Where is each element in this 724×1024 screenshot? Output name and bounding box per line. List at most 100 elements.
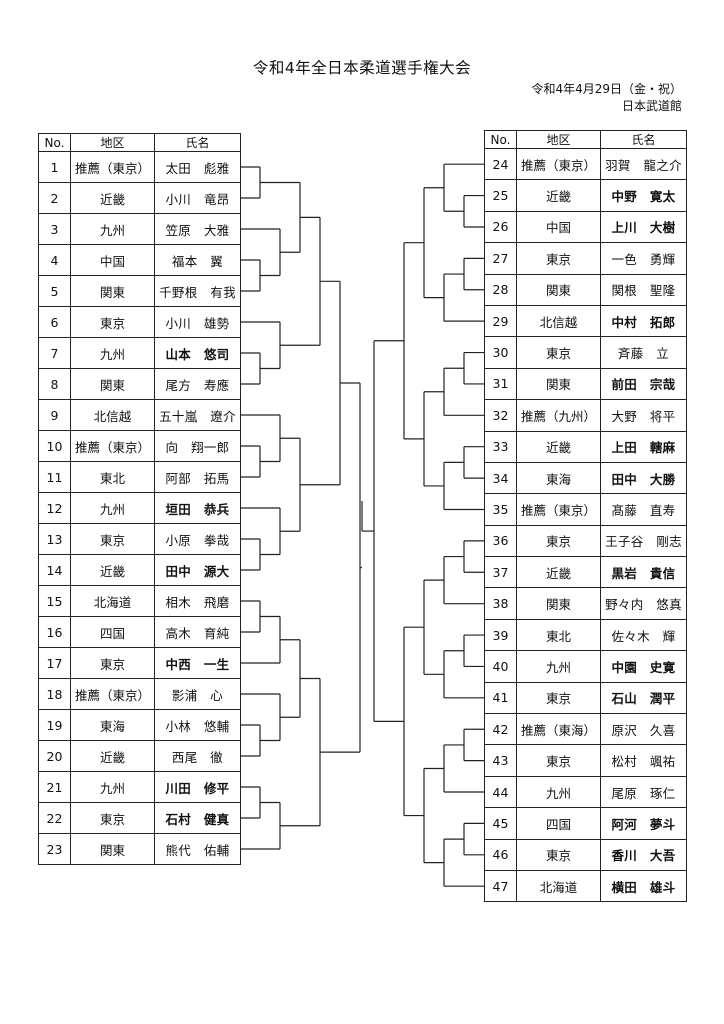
entry-number: 41 — [484, 681, 517, 715]
entry-region: 北信越 — [70, 399, 155, 431]
entry-name: 小林 悠輔 — [154, 709, 241, 741]
entry-number: 39 — [484, 618, 517, 652]
entry-region: 関東 — [516, 587, 601, 620]
entry-name: 尾原 琢仁 — [600, 775, 687, 809]
entry-name: 黒岩 貴信 — [600, 556, 687, 589]
entry-name: 向 翔一郎 — [154, 430, 241, 462]
entry-number: 23 — [38, 833, 71, 865]
entry-number: 1 — [38, 151, 71, 183]
entry-name: 上田 轄麻 — [600, 430, 687, 463]
entry-region: 関東 — [70, 833, 155, 865]
entry-number: 8 — [38, 368, 71, 400]
entry-name: 横田 雄斗 — [600, 869, 687, 903]
event-venue: 日本武道館 — [621, 99, 682, 113]
entry-number: 24 — [484, 147, 517, 181]
header-name: 氏名 — [600, 130, 687, 149]
entry-name: 大野 将平 — [600, 399, 687, 432]
entry-number: 47 — [484, 869, 517, 903]
entry-number: 43 — [484, 744, 517, 777]
entry-name: 影浦 心 — [154, 678, 241, 710]
entry-name: 中西 一生 — [154, 647, 241, 679]
entry-name: 川田 修平 — [154, 771, 241, 803]
entry-name: 香川 大吾 — [600, 838, 687, 871]
entry-number: 31 — [484, 367, 517, 401]
entry-region: 推薦（東海） — [516, 713, 601, 746]
entry-name: 石村 健真 — [154, 802, 241, 834]
entry-number: 38 — [484, 587, 517, 620]
entry-number: 35 — [484, 493, 517, 526]
page-title: 令和4年全日本柔道選手権大会 — [252, 59, 472, 77]
entry-name: 一色 勇輝 — [600, 242, 687, 275]
entry-region: 北海道 — [70, 585, 155, 617]
entry-number: 22 — [38, 802, 71, 834]
entry-number: 3 — [38, 213, 71, 245]
entry-region: 東京 — [516, 524, 601, 558]
entry-region: 関東 — [70, 275, 155, 307]
entry-number: 45 — [484, 807, 517, 840]
entry-name: 斉藤 立 — [600, 336, 687, 369]
entry-number: 4 — [38, 244, 71, 276]
entry-number: 10 — [38, 430, 71, 462]
header-region: 地区 — [70, 133, 155, 152]
entry-number: 30 — [484, 336, 517, 369]
entry-number: 2 — [38, 182, 71, 214]
event-date: 令和4年4月29日（金・祝） — [531, 82, 682, 96]
entry-name: 小原 拳哉 — [154, 523, 241, 555]
entry-region: 近畿 — [516, 556, 601, 589]
entry-region: 北海道 — [516, 869, 601, 903]
entry-name: 髙藤 直寿 — [600, 493, 687, 526]
entry-name: 五十嵐 遼介 — [154, 399, 241, 431]
entry-region: 東京 — [516, 336, 601, 369]
entry-number: 32 — [484, 399, 517, 432]
entry-name: 石山 潤平 — [600, 681, 687, 715]
entry-name: 田中 大勝 — [600, 461, 687, 495]
entry-name: 松村 颯祐 — [600, 744, 687, 777]
entry-name: 阿河 夢斗 — [600, 807, 687, 840]
entry-region: 東海 — [516, 461, 601, 495]
entry-name: 原沢 久喜 — [600, 713, 687, 746]
entry-name: 王子谷 剛志 — [600, 524, 687, 558]
table-header-row: No. 地区 氏名 — [38, 133, 241, 152]
entry-region: 東京 — [516, 744, 601, 777]
entry-name: 関根 聖隆 — [600, 273, 687, 306]
entry-name: 中園 史寛 — [600, 650, 687, 683]
entry-number: 37 — [484, 556, 517, 589]
entry-name: 垣田 恭兵 — [154, 492, 241, 524]
header-name: 氏名 — [154, 133, 241, 152]
entry-region: 九州 — [70, 213, 155, 245]
entry-name: 福本 翼 — [154, 244, 241, 276]
entry-region: 九州 — [70, 492, 155, 524]
entry-region: 東京 — [70, 523, 155, 555]
entry-region: 東北 — [70, 461, 155, 493]
